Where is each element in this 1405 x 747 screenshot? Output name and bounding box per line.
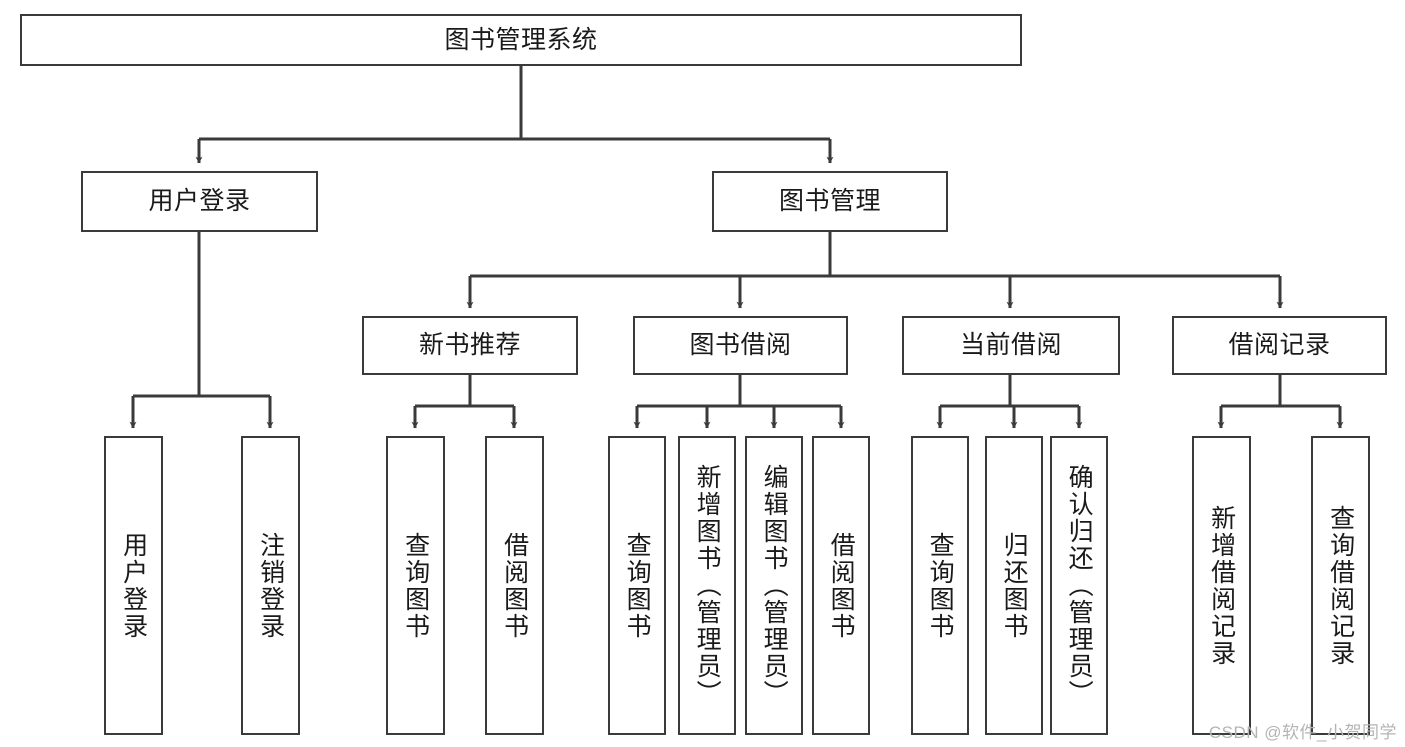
node-leaf-edit-book-label: 编辑图书（管理员） xyxy=(760,464,789,707)
node-new-book-rec[interactable]: 新书推荐 xyxy=(362,316,578,375)
node-leaf-query-book-rec[interactable]: 查询图书 xyxy=(386,436,445,735)
node-new-book-rec-label: 新书推荐 xyxy=(418,331,521,360)
node-leaf-add-record[interactable]: 新增借阅记录 xyxy=(1192,436,1251,735)
node-leaf-edit-book[interactable]: 编辑图书（管理员） xyxy=(745,436,803,735)
node-book-borrow[interactable]: 图书借阅 xyxy=(633,316,848,375)
node-leaf-confirm-return-label: 确认归还（管理员） xyxy=(1065,464,1094,707)
node-current-borrow[interactable]: 当前借阅 xyxy=(902,316,1120,375)
node-user-login-label: 用户登录 xyxy=(148,187,251,216)
node-leaf-add-book-label: 新增图书（管理员） xyxy=(693,464,722,707)
node-root[interactable]: 图书管理系统 xyxy=(20,14,1022,66)
node-leaf-borrow-book-label: 借阅图书 xyxy=(827,531,856,640)
node-leaf-add-book[interactable]: 新增图书（管理员） xyxy=(678,436,736,735)
node-leaf-add-record-label: 新增借阅记录 xyxy=(1207,504,1236,667)
node-leaf-query-book-borrow[interactable]: 查询图书 xyxy=(608,436,666,735)
node-user-login[interactable]: 用户登录 xyxy=(81,171,318,232)
node-leaf-return-book[interactable]: 归还图书 xyxy=(985,436,1043,735)
node-leaf-query-book-cur-label: 查询图书 xyxy=(926,531,955,640)
node-leaf-user-login[interactable]: 用户登录 xyxy=(104,436,163,735)
node-root-label: 图书管理系统 xyxy=(444,25,598,54)
node-current-borrow-label: 当前借阅 xyxy=(959,331,1062,360)
node-leaf-query-book-rec-label: 查询图书 xyxy=(401,531,430,640)
node-book-borrow-label: 图书借阅 xyxy=(689,331,792,360)
node-book-manage-label: 图书管理 xyxy=(778,187,881,216)
node-leaf-borrow-book-rec[interactable]: 借阅图书 xyxy=(485,436,544,735)
node-leaf-query-book-cur[interactable]: 查询图书 xyxy=(911,436,969,735)
node-leaf-query-record-label: 查询借阅记录 xyxy=(1326,504,1355,667)
node-leaf-logout[interactable]: 注销登录 xyxy=(241,436,300,735)
node-borrow-record[interactable]: 借阅记录 xyxy=(1172,316,1387,375)
node-leaf-logout-label: 注销登录 xyxy=(256,531,285,640)
node-leaf-return-book-label: 归还图书 xyxy=(1000,531,1029,640)
node-book-manage[interactable]: 图书管理 xyxy=(712,171,948,232)
node-leaf-borrow-book[interactable]: 借阅图书 xyxy=(812,436,870,735)
node-leaf-borrow-book-rec-label: 借阅图书 xyxy=(500,531,529,640)
node-leaf-user-login-label: 用户登录 xyxy=(119,531,148,640)
node-leaf-confirm-return[interactable]: 确认归还（管理员） xyxy=(1050,436,1108,735)
csdn-watermark: CSDN @软件_小贺同学 xyxy=(1208,723,1397,742)
node-borrow-record-label: 借阅记录 xyxy=(1228,331,1331,360)
node-leaf-query-record[interactable]: 查询借阅记录 xyxy=(1311,436,1370,735)
node-leaf-query-book-borrow-label: 查询图书 xyxy=(623,531,652,640)
